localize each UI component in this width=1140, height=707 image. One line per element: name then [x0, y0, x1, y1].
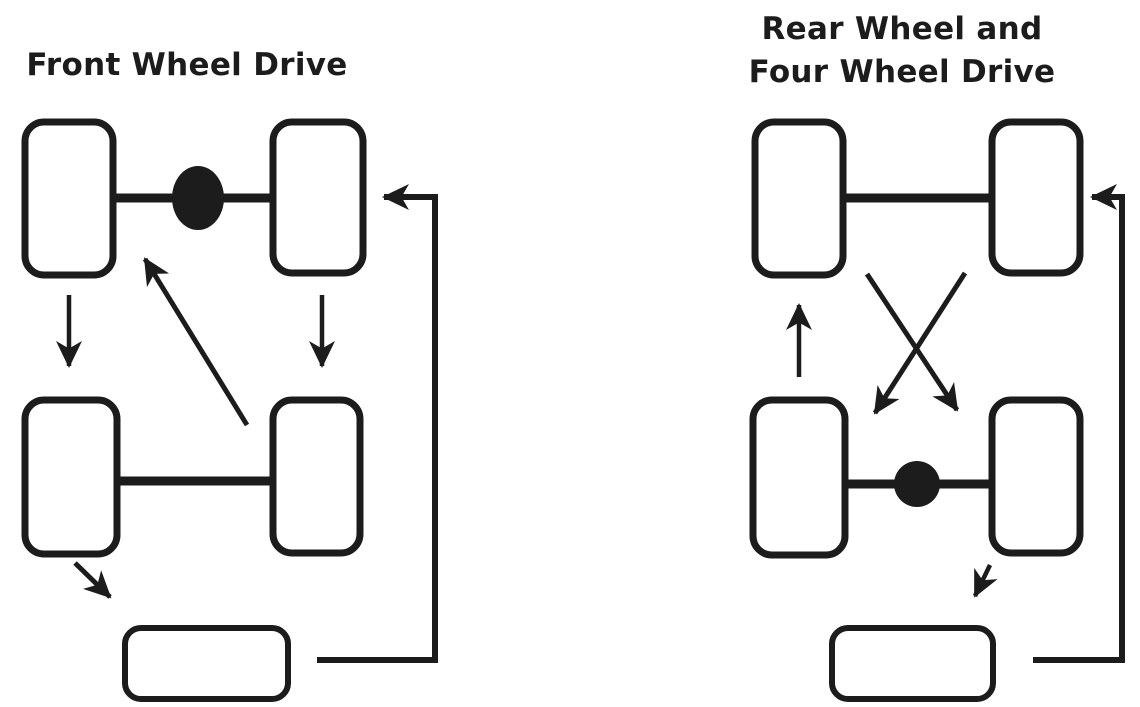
rwd-arrow-spare-to-front-right-loop — [1033, 184, 1125, 663]
fwd-arrow-rear-left-to-spare — [73, 561, 112, 599]
rwd-rear-differential-hub — [894, 461, 940, 507]
rwd-arrow-rear-right-to-spare — [972, 564, 998, 598]
fwd-front-left-wheel — [21, 118, 117, 279]
fwd-rear-left-wheel — [21, 396, 121, 558]
fwd-diagram — [21, 118, 438, 702]
rwd-rear-left-wheel — [749, 396, 849, 559]
rwd-diagram — [749, 118, 1125, 702]
fwd-front-differential-hub — [172, 166, 224, 230]
rwd-title-line2: Four Wheel Drive — [748, 54, 1056, 90]
fwd-spare-tire — [122, 625, 291, 702]
rwd-front-right-wheel — [988, 118, 1084, 277]
rwd-title-line1: Rear Wheel and — [761, 11, 1043, 47]
rwd-arrow-front-left-to-rear-right — [864, 272, 960, 412]
rwd-title: Rear Wheel and Four Wheel Drive — [738, 8, 1066, 94]
fwd-title: Front Wheel Drive — [26, 47, 348, 83]
rwd-arrow-front-right-to-rear-left — [872, 271, 968, 415]
fwd-arrow-spare-to-front-right-loop — [317, 184, 438, 663]
rwd-front-left-wheel — [751, 118, 847, 279]
rwd-spare-tire — [829, 625, 996, 702]
fwd-arrow-rear-right-to-front-left — [142, 257, 250, 427]
fwd-rear-right-wheel — [269, 396, 364, 557]
fwd-front-right-wheel — [269, 118, 367, 277]
rwd-rear-right-wheel — [988, 396, 1084, 557]
